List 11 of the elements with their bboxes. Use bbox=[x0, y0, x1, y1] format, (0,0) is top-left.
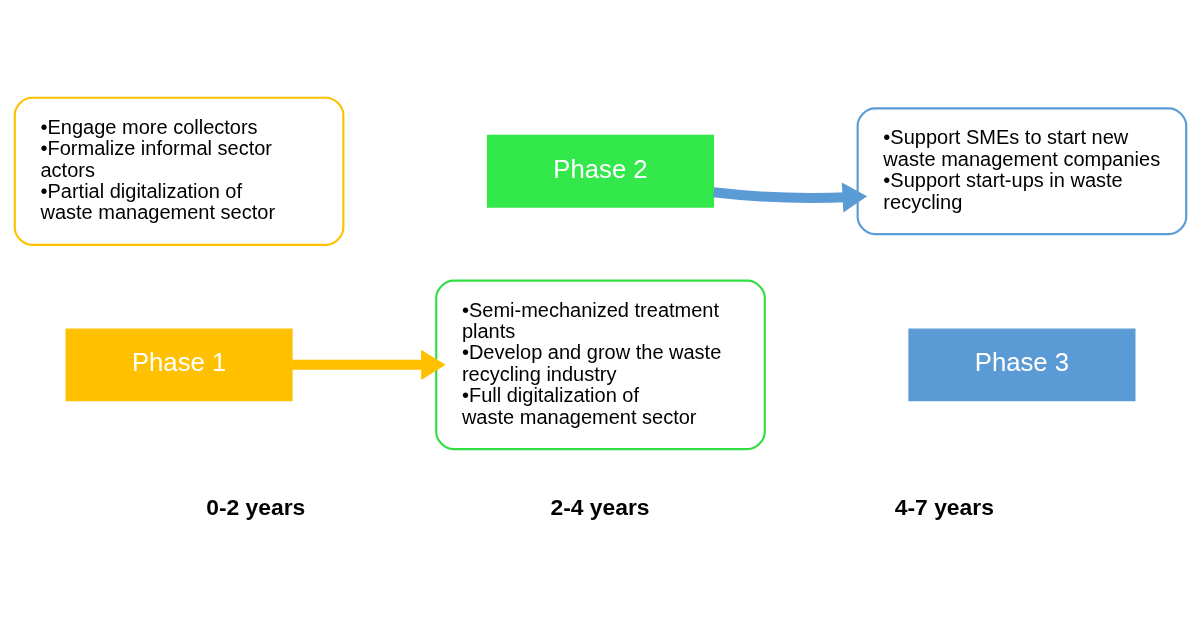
label: 2-4 years bbox=[550, 493, 650, 520]
node-box: •Support SMEs to start new waste management companies •Support start-ups in waste recycling bbox=[856, 107, 1188, 236]
node-box: •Semi-mechanized treatment plants •Develop and grow the waste recycling industry •Full digitalization of waste management sector bbox=[435, 279, 766, 451]
node-box: •Engage more collectors •Formalize informal sector actors •Partial digitalization of waste management sector bbox=[13, 96, 345, 246]
arrow bbox=[292, 349, 446, 380]
node-box: Phase 1 bbox=[65, 328, 293, 402]
label: 4-7 years bbox=[894, 493, 994, 520]
label: 0-2 years bbox=[206, 493, 306, 520]
arrow bbox=[713, 182, 868, 213]
node-box: Phase 2 bbox=[486, 134, 715, 208]
node-box: Phase 3 bbox=[908, 328, 1136, 402]
